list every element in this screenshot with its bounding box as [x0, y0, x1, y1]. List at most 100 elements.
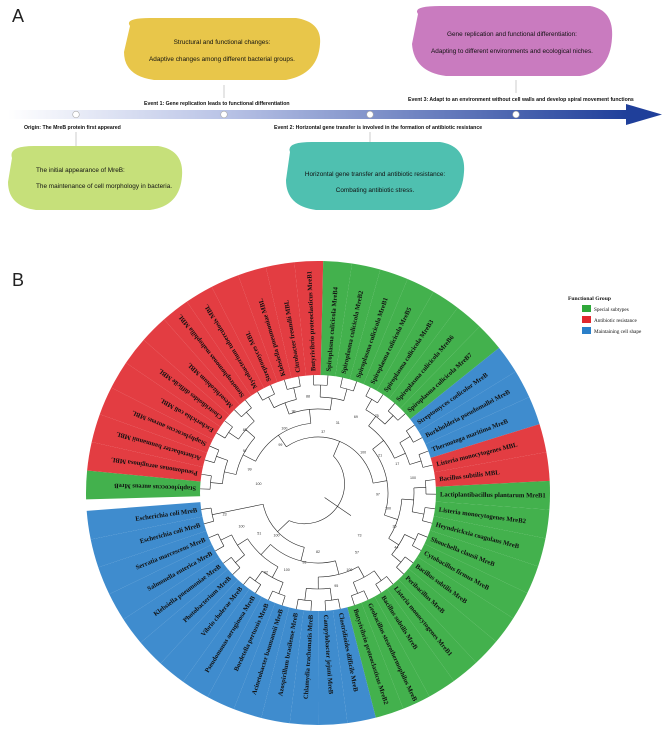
tree-branch [212, 503, 264, 515]
tree-branch [377, 394, 384, 404]
bootstrap-value: 31 [336, 421, 340, 425]
bootstrap-value: 100 [274, 533, 280, 537]
tree-arc [261, 570, 284, 583]
leaf-label: Lactiplantibacillus plantarum MreB1 [440, 491, 546, 499]
tree-branch [272, 566, 279, 578]
bootstrap-value: 97 [376, 493, 380, 497]
panel-a-label: A [12, 6, 24, 26]
tree-branch [296, 599, 299, 610]
tree-branch [284, 379, 288, 390]
tree-branch [340, 377, 343, 388]
tree-root-branch [324, 497, 352, 516]
bootstrap-value: 23 [223, 512, 227, 516]
bootstrap-value: 57 [355, 550, 359, 554]
bootstrap-value: 95 [334, 584, 338, 588]
tree-branch [368, 416, 377, 427]
panel-b-label: B [12, 270, 24, 290]
tree-branch [404, 534, 416, 540]
bootstrap-value: 100 [281, 426, 287, 430]
tree-branch [235, 554, 245, 563]
event1-label: Event 1: Gene replication leads to funct… [144, 101, 290, 107]
clade-sector [289, 592, 319, 725]
bootstrap-value: 73 [358, 533, 362, 537]
tree-branch [220, 534, 232, 541]
clade-sector [378, 307, 480, 422]
clade-sector [330, 589, 376, 724]
tree-branch [425, 479, 436, 481]
tree-branch [418, 533, 428, 538]
tree-branch [394, 453, 406, 459]
clade-sector [403, 371, 530, 452]
tree-branch [260, 544, 271, 555]
tree-branch [384, 415, 394, 425]
bootstrap-value: 98 [302, 561, 306, 565]
tree-branch [277, 520, 290, 532]
tree-branch [343, 388, 348, 401]
tree-branch [418, 450, 429, 455]
timeline-node-event2 [366, 110, 374, 119]
tree-arc [412, 533, 419, 546]
bootstrap-value: 100 [256, 482, 262, 486]
tree-arc [298, 598, 312, 602]
tree-branch [422, 520, 433, 524]
tree-branch [413, 487, 426, 489]
clade-sector [261, 589, 306, 724]
bootstrap-value: 99 [248, 467, 252, 471]
clade-sector [183, 574, 271, 698]
clade-sector [98, 525, 229, 595]
bubble-initial: The initial appearance of MreB: The main… [8, 146, 183, 210]
tree-branch [406, 424, 415, 432]
clade-sector [91, 414, 224, 471]
bootstrap-value: 100 [410, 476, 416, 480]
tree-branch [358, 566, 365, 578]
tree-branch [270, 384, 275, 395]
tree-branch [245, 429, 256, 438]
tree-branch [224, 471, 237, 475]
clade-sector [265, 262, 308, 396]
clade-sector [366, 574, 454, 697]
tree-branch [386, 576, 394, 585]
bootstrap-value: 51 [257, 532, 261, 536]
bootstrap-value: 92 [264, 571, 268, 575]
legend-swatch-special [582, 305, 591, 312]
bootstrap-value: 100 [239, 525, 245, 529]
tree-branch [278, 582, 284, 594]
clade-sector [412, 512, 546, 567]
tree-branch [335, 560, 340, 575]
clade-sector [90, 513, 224, 568]
tree-branch [223, 557, 232, 564]
clade-sector [416, 500, 550, 539]
tree-branch [284, 402, 290, 415]
tree-branch [375, 584, 382, 593]
tree-arc [388, 499, 403, 539]
tree-arc [324, 598, 339, 602]
clade-sector [356, 278, 434, 407]
tree-branch [215, 545, 225, 552]
tree-arc [217, 533, 225, 547]
timeline-node-origin [72, 110, 80, 119]
clade-sector [86, 470, 219, 500]
tree-branch [232, 567, 241, 575]
clade-sector [87, 441, 221, 484]
clade-sector [160, 566, 260, 682]
svg-text:The maintenance of cell morpho: The maintenance of cell morphology in ba… [36, 183, 172, 190]
tree-branch [201, 473, 212, 477]
tree-branch [310, 600, 312, 611]
tree-arc [238, 420, 255, 440]
tree-branch [255, 584, 262, 594]
clade-sector [123, 547, 242, 643]
tree-branch [281, 595, 286, 606]
bootstrap-value: 88 [306, 395, 310, 399]
clade-sector [238, 266, 296, 400]
clade-sector [99, 387, 229, 460]
tree-branch [399, 436, 411, 443]
clade-sector [140, 557, 251, 664]
tree-branch [388, 403, 395, 412]
tree-branch [257, 391, 263, 401]
tree-branch [204, 459, 215, 464]
tree-branch [409, 460, 422, 465]
bootstrap-value: 21 [378, 454, 382, 458]
